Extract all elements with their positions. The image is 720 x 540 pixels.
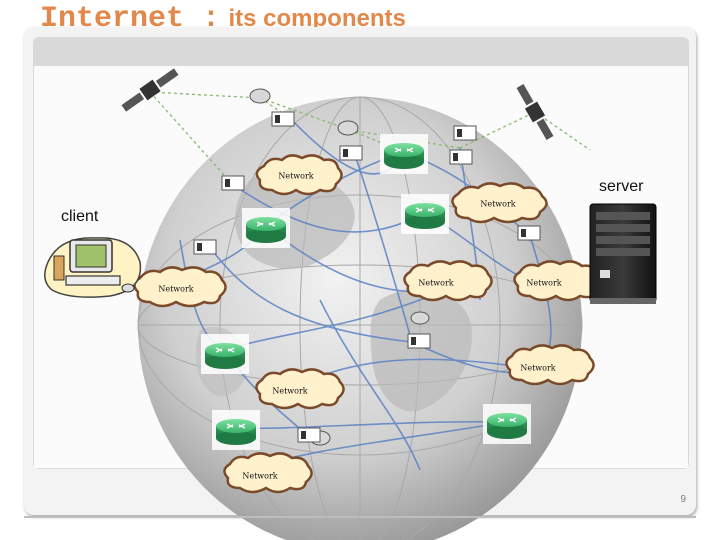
network-devices — [193, 111, 541, 443]
cloud-8 — [223, 452, 313, 494]
client-computer-icon — [44, 237, 142, 298]
cloud-7 — [255, 368, 345, 410]
cloud-3 — [133, 266, 227, 308]
cloud-6 — [505, 344, 595, 386]
network-label: Network — [158, 284, 194, 294]
routers — [201, 134, 531, 450]
server-label: server — [599, 178, 644, 195]
satellite-right — [516, 84, 554, 140]
cloud-1 — [255, 154, 343, 196]
router-1 — [380, 134, 428, 174]
cloud-2 — [451, 182, 548, 224]
cloud-4 — [403, 260, 493, 302]
network-label: Network — [278, 171, 314, 181]
router-2 — [242, 208, 290, 248]
router-4 — [201, 334, 249, 374]
network-label: Network — [242, 471, 278, 481]
router-6 — [483, 404, 531, 444]
network-label: Network — [418, 278, 454, 288]
network-label: Network — [520, 363, 556, 373]
bottom-divider — [24, 516, 696, 518]
network-clouds — [133, 154, 603, 494]
router-5 — [212, 410, 260, 450]
network-label: Network — [480, 199, 516, 209]
network-label: Network — [272, 386, 308, 396]
router-3 — [401, 194, 449, 234]
page-number: 9 — [680, 494, 686, 505]
client-label: client — [61, 208, 99, 225]
satellite-left — [121, 68, 179, 112]
network-label: Network — [526, 278, 562, 288]
server-icon — [589, 203, 657, 304]
